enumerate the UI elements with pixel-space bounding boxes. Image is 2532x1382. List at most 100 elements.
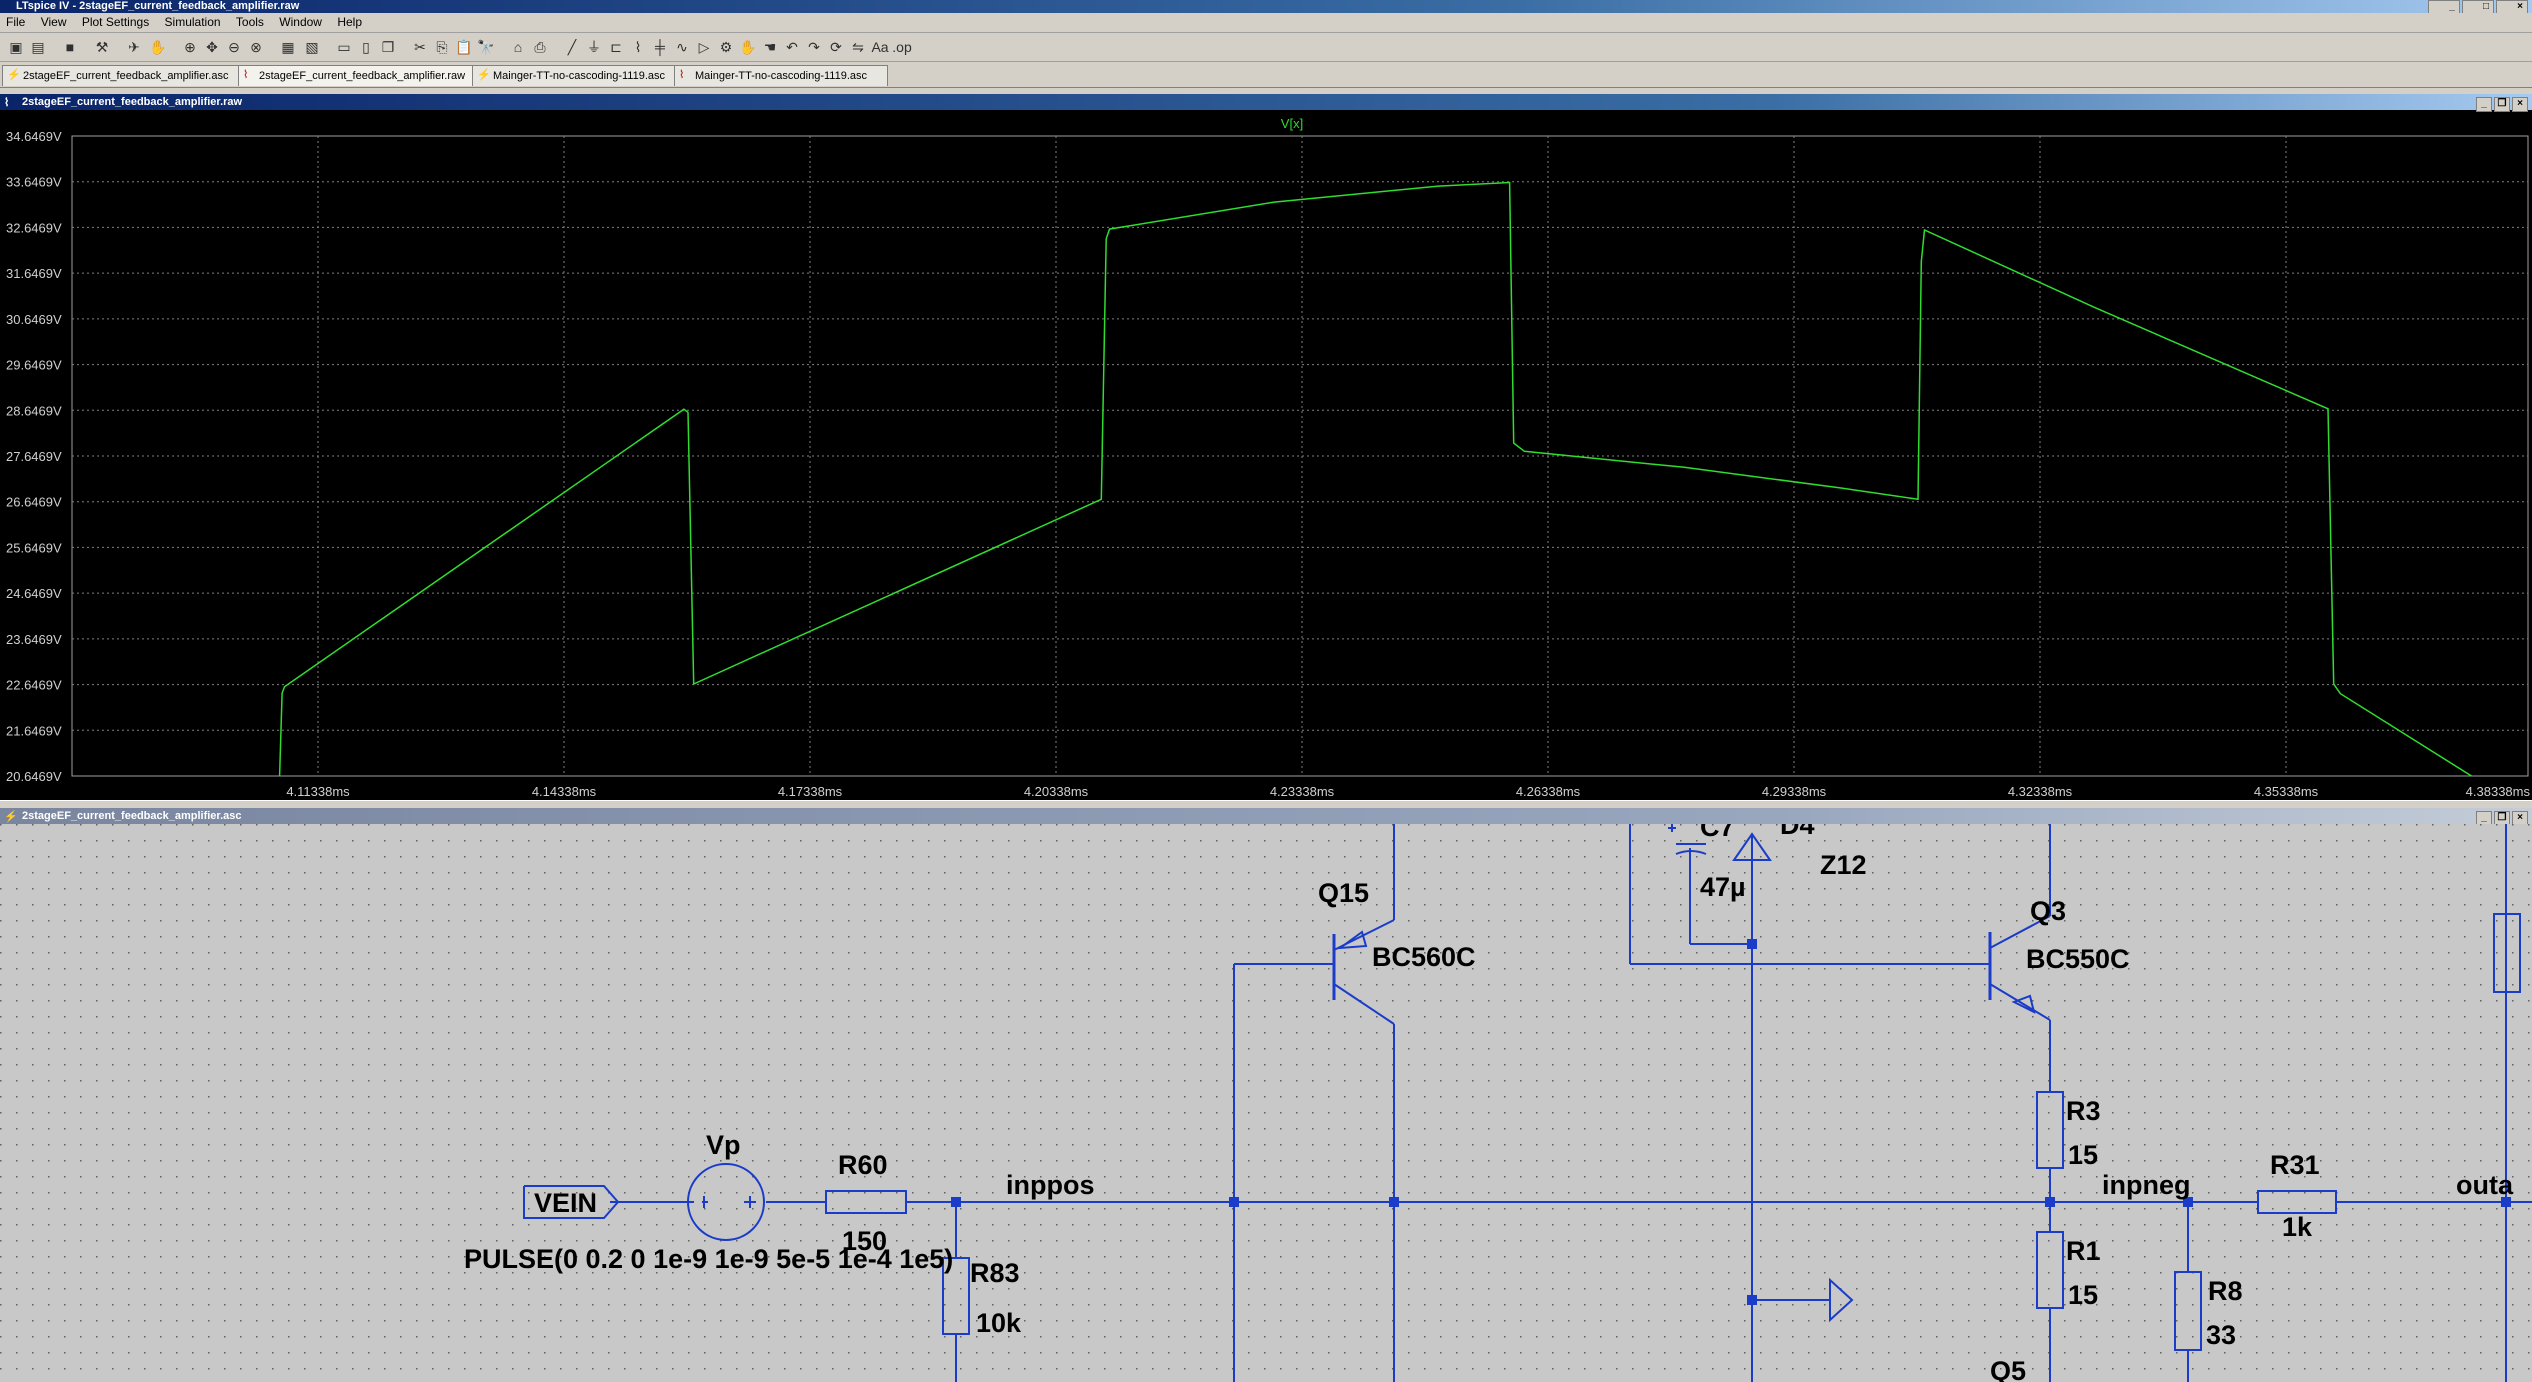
move-icon[interactable]: ✋	[739, 39, 757, 55]
q15-collector	[1333, 983, 1395, 1025]
r31-value[interactable]: 1k	[2282, 1212, 2313, 1242]
schematic-canvas[interactable]: VEIN Vp PULSE(0 0.2 0 1e-9 1e-9 5e-5 1e-…	[0, 824, 2532, 1382]
new-schematic-icon[interactable]: ▣	[9, 39, 23, 55]
waveform-icon: ⌇	[4, 97, 10, 109]
zoom-in-icon[interactable]: ⊕	[184, 39, 196, 55]
right-edge-resistor-symbol[interactable]	[2493, 913, 2521, 993]
autorange-icon[interactable]: ▦	[281, 39, 295, 55]
cascade-icon[interactable]: ❐	[381, 39, 395, 55]
ground-icon[interactable]: ⏚	[587, 39, 601, 55]
menu-tools[interactable]: Tools	[235, 15, 264, 29]
ground-arrow-icon[interactable]	[1829, 1277, 1854, 1323]
zoom-fit-icon[interactable]: ⊗	[250, 39, 262, 55]
run-icon[interactable]: ✈	[128, 39, 140, 55]
spice-directive-icon[interactable]: .op	[892, 39, 912, 55]
drag-icon[interactable]: ☚	[763, 39, 777, 55]
maximize-icon[interactable]: □	[2462, 0, 2494, 15]
control-panel-icon[interactable]: ⚒	[95, 39, 109, 55]
minimize-icon[interactable]: _	[2476, 97, 2492, 112]
tab-waveform-1[interactable]: ⌇ 2stageEF_current_feedback_amplifier.ra…	[238, 65, 484, 86]
menu-help[interactable]: Help	[337, 15, 362, 29]
tile-horizontal-icon[interactable]: ▭	[337, 39, 351, 55]
print-setup-icon[interactable]: ⌂	[513, 39, 523, 55]
find-icon[interactable]: 🔭	[477, 39, 495, 55]
vp-label[interactable]: Vp	[706, 1130, 741, 1160]
r83-label[interactable]: R83	[970, 1258, 1020, 1288]
component-icon[interactable]: ⚙	[719, 39, 733, 55]
vein-label[interactable]: VEIN	[534, 1188, 597, 1218]
halt-icon[interactable]: ✋	[149, 39, 167, 55]
d4-label[interactable]: D4	[1780, 824, 1815, 840]
diode-icon[interactable]: ▷	[698, 39, 710, 55]
restore-icon[interactable]: ❐	[2494, 97, 2510, 112]
undo-icon[interactable]: ↶	[786, 39, 798, 55]
r83-value[interactable]: 10k	[976, 1308, 1022, 1338]
print-icon[interactable]: ⎙	[534, 39, 546, 55]
menu-simulation[interactable]: Simulation	[164, 15, 221, 29]
waveform-plot[interactable]: V[x] 34.6469V33.6469V32.6469V31.6469V30.…	[0, 110, 2532, 800]
tab-schematic-1[interactable]: ⚡ 2stageEF_current_feedback_amplifier.as…	[2, 65, 240, 86]
menu-plot-settings[interactable]: Plot Settings	[81, 15, 150, 29]
q3-collector	[1989, 915, 2051, 949]
tab-schematic-2[interactable]: ⚡ Mainger-TT-no-cascoding-1119.asc	[472, 65, 686, 86]
open-icon[interactable]: ▤	[31, 39, 45, 55]
outa-net-label[interactable]: outa	[2456, 1170, 2514, 1200]
child-window-controls: _❐×	[2474, 95, 2528, 112]
menu-view[interactable]: View	[40, 15, 67, 29]
zoom-out-icon[interactable]: ⊖	[228, 39, 240, 55]
c7-value[interactable]: 47µ	[1700, 872, 1746, 902]
text-icon[interactable]: Aa	[871, 39, 889, 55]
r8-label[interactable]: R8	[2208, 1276, 2243, 1306]
save-icon[interactable]: ■	[65, 39, 75, 55]
d4-value[interactable]: Z12	[1820, 850, 1867, 880]
r31-resistor-symbol[interactable]	[2257, 1190, 2337, 1214]
redo-icon[interactable]: ↷	[808, 39, 820, 55]
waveform-icon: ⌇	[679, 69, 685, 81]
schematic-window-title: 2stageEF_current_feedback_amplifier.asc	[22, 810, 242, 822]
tab-waveform-2[interactable]: ⌇ Mainger-TT-no-cascoding-1119.asc	[674, 65, 888, 86]
r3-value[interactable]: 15	[2068, 1140, 2098, 1170]
pan-icon[interactable]: ✥	[206, 39, 218, 55]
inpneg-net-label[interactable]: inpneg	[2102, 1170, 2191, 1200]
r8-value[interactable]: 33	[2206, 1320, 2236, 1350]
label-net-icon[interactable]: ⊏	[610, 39, 622, 55]
tile-vertical-icon[interactable]: ▯	[362, 39, 370, 55]
inppos-net-label[interactable]: inppos	[1006, 1170, 1095, 1200]
r60-resistor-symbol[interactable]	[825, 1190, 907, 1214]
wire-icon[interactable]: ╱	[567, 39, 577, 55]
q3-model[interactable]: BC550C	[2026, 944, 2130, 974]
menu-file[interactable]: File	[6, 15, 26, 29]
q3-label[interactable]: Q3	[2030, 896, 2066, 926]
q5-label[interactable]: Q5	[1990, 1356, 2026, 1382]
pulse-directive[interactable]: PULSE(0 0.2 0 1e-9 1e-9 5e-5 1e-4 1e5)	[464, 1244, 953, 1274]
trace-label[interactable]: V[x]	[1281, 116, 1303, 131]
r60-value[interactable]: 150	[842, 1226, 887, 1256]
inductor-icon[interactable]: ∿	[676, 39, 688, 55]
r60-label[interactable]: R60	[838, 1150, 888, 1180]
resistor-icon[interactable]: ⌇	[634, 39, 642, 55]
vp-source-symbol[interactable]	[687, 1163, 765, 1241]
y-tick-label: 20.6469V	[6, 769, 62, 784]
r31-label[interactable]: R31	[2270, 1150, 2320, 1180]
close-icon[interactable]: ×	[2512, 97, 2528, 112]
copy-icon[interactable]: ⎘	[436, 39, 448, 55]
r1-label[interactable]: R1	[2066, 1236, 2101, 1266]
menu-window[interactable]: Window	[279, 15, 322, 29]
vein-port-outline[interactable]	[523, 1185, 620, 1219]
capacitor-icon[interactable]: ╪	[655, 39, 665, 55]
paste-icon[interactable]: 📋	[455, 39, 473, 55]
d4-zener-symbol[interactable]	[1732, 832, 1772, 861]
fft-icon[interactable]: ▧	[305, 39, 319, 55]
c7-label[interactable]: C7	[1700, 824, 1735, 842]
schematic-icon: ⚡	[4, 811, 18, 823]
r3-label[interactable]: R3	[2066, 1096, 2101, 1126]
x-tick-label: 4.29338ms	[1762, 784, 1827, 799]
rotate-icon[interactable]: ⟳	[830, 39, 842, 55]
mirror-icon[interactable]: ⇋	[852, 39, 864, 55]
cut-icon[interactable]: ✂	[414, 39, 426, 55]
q15-model[interactable]: BC560C	[1372, 942, 1476, 972]
r1-value[interactable]: 15	[2068, 1280, 2098, 1310]
q15-label[interactable]: Q15	[1318, 878, 1369, 908]
close-icon[interactable]: ×	[2512, 811, 2528, 826]
